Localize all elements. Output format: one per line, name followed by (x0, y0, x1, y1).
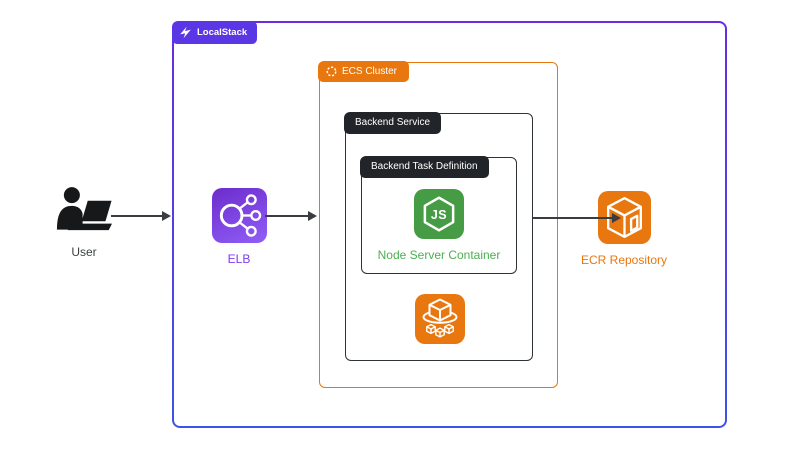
task-definition-tag-label: Backend Task Definition (371, 161, 478, 172)
elb-icon (211, 188, 267, 243)
arrow-elb-to-ecs-cluster (265, 211, 317, 221)
ecr-label: ECR Repository (580, 253, 668, 267)
node-server-container-label: Node Server Container (377, 248, 501, 262)
node-ecr: ECR Repository (574, 191, 674, 267)
nodejs-icon: JS (414, 189, 464, 239)
user-at-laptop-icon (56, 187, 112, 231)
node-user: User (34, 186, 134, 259)
backend-service-tag: Backend Service (344, 112, 442, 134)
backend-service-tag-label: Backend Service (355, 117, 431, 128)
nodejs-badge: JS (431, 208, 447, 222)
localstack-tag-label: LocalStack (197, 26, 248, 38)
localstack-tag: LocalStack (172, 21, 258, 44)
task-definition-boundary: Backend Task Definition JS Node Server C… (360, 156, 517, 274)
elb-label: ELB (227, 252, 251, 266)
node-elb: ELB (189, 188, 289, 266)
ecs-cluster-tag: ECS Cluster (318, 61, 410, 82)
localstack-logo-icon (180, 26, 191, 39)
ecs-cluster-tag-label: ECS Cluster (342, 65, 398, 77)
arrow-service-to-ecr (533, 213, 621, 223)
task-definition-tag: Backend Task Definition (360, 156, 489, 178)
arrow-user-to-localstack (111, 211, 171, 221)
user-label: User (71, 245, 97, 259)
localstack-boundary: LocalStack ELB (172, 21, 727, 428)
ecs-cluster-icon (326, 66, 337, 77)
ecs-cluster-boundary: ECS Cluster Backend Service Backend Task… (318, 61, 558, 388)
ecs-service-icon (415, 294, 465, 344)
backend-service-boundary: Backend Service Backend Task Definition … (344, 112, 533, 361)
